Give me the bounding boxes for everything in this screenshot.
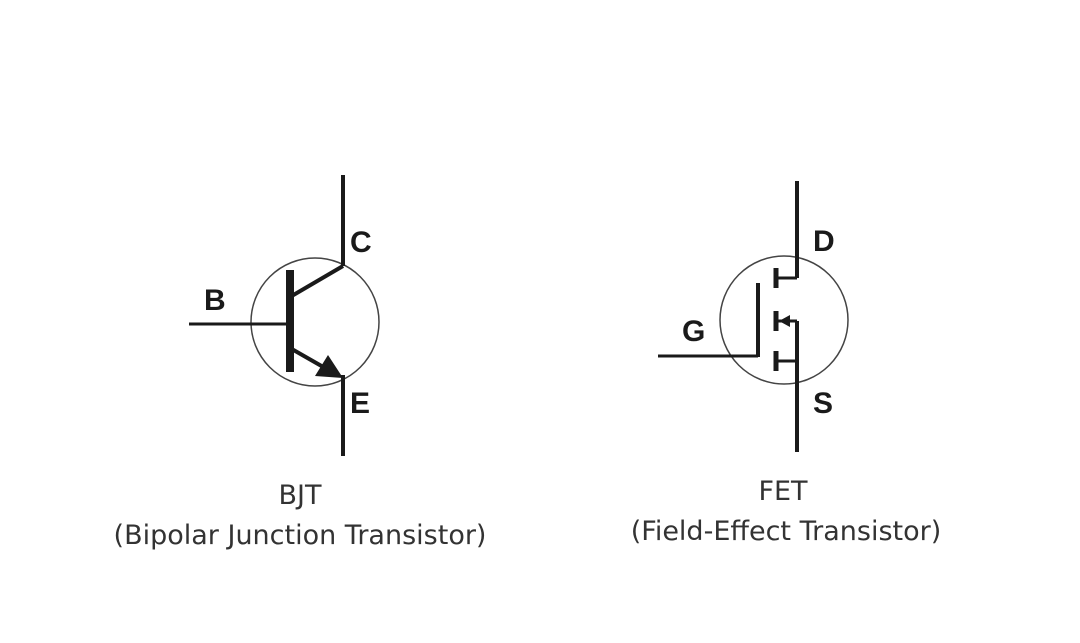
bjt-outline-circle	[250, 257, 380, 387]
bjt-base-label: B	[204, 284, 226, 317]
fet-symbol: D G S FET (Field-Effect Transistor)	[631, 181, 942, 547]
fet-outline-circle	[719, 255, 849, 385]
bjt-emitter-label: E	[350, 387, 370, 420]
fet-caption-short: FET	[758, 476, 808, 507]
fet-source-label: S	[813, 387, 833, 420]
fet-gate-label: G	[682, 315, 705, 348]
bjt-emitter-arrow	[315, 355, 343, 378]
bjt-caption-short: BJT	[279, 480, 322, 511]
bjt-symbol: C B E BJT (Bipolar Junction Transistor)	[114, 175, 487, 551]
fet-drain-label: D	[813, 225, 835, 258]
fet-caption-long: (Field-Effect Transistor)	[631, 516, 942, 547]
bjt-caption-long: (Bipolar Junction Transistor)	[114, 520, 487, 551]
bjt-emitter-diagonal	[289, 346, 326, 370]
bjt-collector-label: C	[350, 226, 372, 259]
bjt-collector-diagonal	[288, 264, 345, 299]
fet-body-arrow	[779, 315, 790, 327]
